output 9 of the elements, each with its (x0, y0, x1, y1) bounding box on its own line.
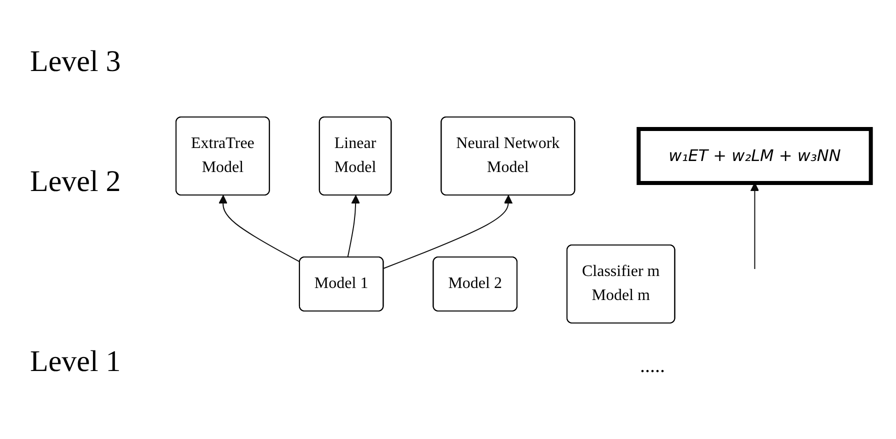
ellipsis-text: ..... (640, 355, 665, 378)
arrow (750, 182, 759, 269)
node-box: w₁ET + w₂LM + w₃NN (636, 126, 872, 184)
level-label: Level 3 (30, 45, 121, 79)
level-label: Level 1 (30, 345, 121, 379)
arrow (346, 194, 360, 258)
arrow (382, 194, 512, 268)
level-label: Level 2 (30, 165, 121, 199)
arrow (218, 194, 300, 262)
